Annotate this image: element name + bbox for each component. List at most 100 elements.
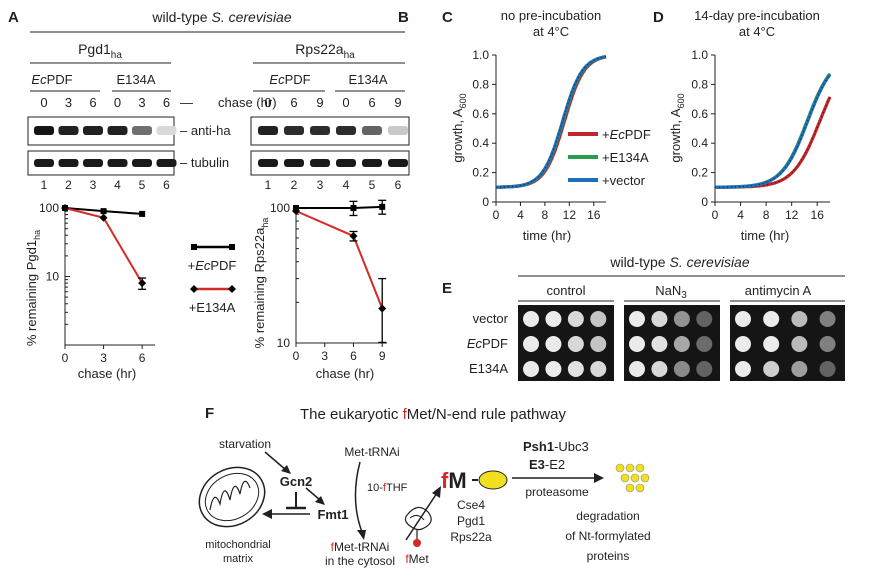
blot-a-time: 0 [40,95,47,110]
data-point-square [350,205,357,211]
plot-a-series [61,204,147,290]
x-tick-label: 16 [811,208,825,222]
x-tick-label: 12 [785,208,799,222]
plot-c-title-2: at 4°C [533,24,569,39]
lane-number: 6 [163,178,170,192]
antiha-band [132,126,152,135]
spot-col-antimycin: antimycin A [745,283,812,298]
antiha-band [388,126,408,135]
plot-d-ylabel: growth, A600 [668,93,686,162]
x-tick-label: 3 [321,349,328,363]
spot-row-vector: vector [473,311,509,326]
data-point-diamond [61,204,69,212]
data-point-square [379,203,386,210]
gcn2-to-fmt1-head [315,496,325,505]
tubulin-band [58,159,79,167]
colony-spot [673,336,690,352]
blot-a-group2: E134A [116,72,155,87]
growth-curve-errors [715,73,831,188]
spot-assay-e: wild-type S. cerevisiae control NaN3 ant… [467,254,845,381]
plot-c-series [495,55,607,189]
tubulin-band [388,159,408,167]
plot-c-xlabel: time (hr) [523,228,571,243]
lane-number: 5 [139,178,146,192]
colony-spot [673,361,690,377]
degradation-label-2: of Nt-formylated [565,529,650,543]
blot-a-protein: Pgd1ha [78,41,122,61]
y-tick-label: 1.0 [472,48,489,62]
y-tick-label: 1.0 [691,48,708,62]
pathway-title: The eukaryotic fMet/N-end rule pathway [300,406,566,423]
tubulin-band [107,159,128,167]
data-point-square [139,210,146,217]
colony-spot [629,311,645,327]
colony-spot [696,336,713,352]
colony-spot [791,336,808,352]
tubulin-band [156,159,177,167]
tubulin-band [34,159,54,167]
plot-d-xlabel: time (hr) [741,228,789,243]
x-tick-label: 8 [763,208,770,222]
panel-label-f: F [205,405,214,422]
mito-label-2: matrix [223,553,253,565]
growth-curve [495,55,607,189]
blot-b-group2: E134A [348,72,387,87]
panel-label-a: A [8,9,19,26]
y-tick-label: 0 [482,195,489,209]
blot-b-time: 6 [368,95,375,110]
tubulin-band [132,159,152,167]
fmet-trna-label-1: fMet-tRNAi [331,540,390,554]
data-point-diamond [349,232,358,241]
y-tick-label: 10 [277,336,291,350]
x-tick-label: 6 [350,349,357,363]
starvation-arrowhead [281,465,291,474]
spot-row-ecpdf: EcPDF [467,336,508,351]
fm-label: fM [441,468,467,493]
legend-c-ecpdf: +EcPDF [602,127,651,142]
x-tick-label: 6 [139,351,146,365]
panel-label-b: B [398,9,409,26]
growth-curve-errors [715,74,831,188]
colony-spot [791,311,808,327]
legend-ecpdf-marker-l [191,244,197,250]
legend-e134a-label: +E134A [189,300,236,315]
tubulin-band [310,159,330,167]
growth-curve-errors [496,56,607,188]
blot-a-time: 0 [114,95,121,110]
western-blots-a: wild-type S. cerevisiae Pgd1ha EcPDF E13… [27,9,410,192]
antiha-band [284,126,304,135]
fmet-label: fMet [405,552,429,566]
colony-spot [590,311,607,327]
colony-spot [523,311,539,327]
growth-curve-errors [496,56,607,188]
x-tick-label: 0 [293,349,300,363]
plot-c-legend: +EcPDF +E134A +vector [568,127,651,188]
y-tick-label: 0.8 [691,77,708,91]
colony-spot [763,311,780,327]
growth-curve-errors [495,56,607,188]
psh1-label: Psh1-Ubc3 [523,439,589,454]
plot-d-title-1: 14-day pre-incubation [694,8,820,23]
x-tick-label: 4 [737,208,744,222]
wt-header-ab: wild-type S. cerevisiae [151,9,291,25]
pathway-f: The eukaryotic fMet/N-end rule pathway s… [198,406,651,568]
blot-b-protein: Rps22aha [295,41,355,61]
plot-d: 14-day pre-incubation at 4°C growth, A60… [668,8,832,243]
x-tick-label: 4 [517,208,524,222]
colony-spot [651,311,668,327]
colony-spot [545,361,562,377]
colony-spot [763,336,780,352]
panel-label-e: E [442,280,452,297]
data-point-diamond [99,213,108,222]
spot-header: wild-type S. cerevisiae [609,254,749,270]
growth-curve-errors [715,96,831,188]
peptide-fragments-icon [615,463,650,493]
substrate-rps22a: Rps22a [450,530,492,544]
y-tick-label: 0.6 [691,107,708,121]
tubulin-band [362,159,382,167]
growth-curve [496,55,607,189]
lane-number: 2 [65,178,72,192]
data-point-diamond [292,207,300,216]
